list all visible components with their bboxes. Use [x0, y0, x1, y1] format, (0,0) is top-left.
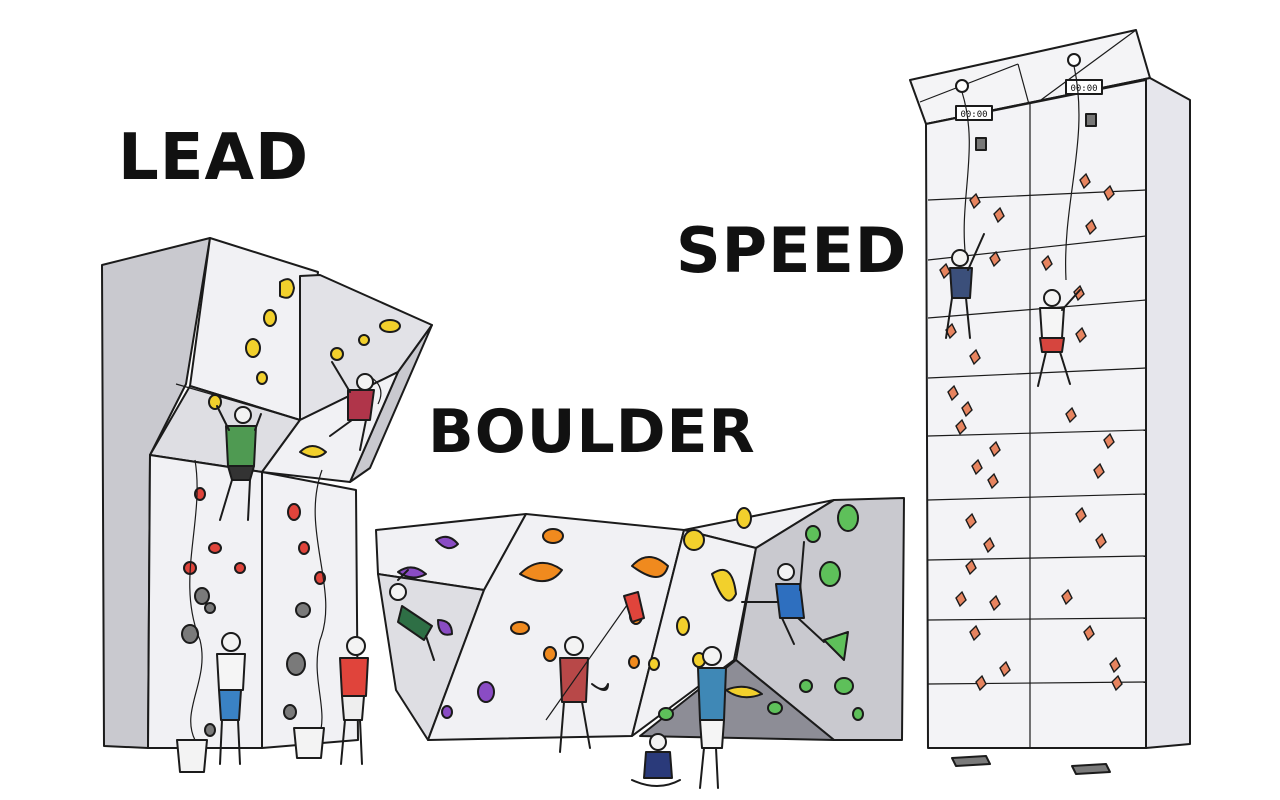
boulder-label: BOULDER: [428, 397, 756, 467]
speed-timer-left: 00:00: [955, 105, 993, 121]
sitting-person: [631, 733, 681, 787]
lead-wall: [101, 237, 433, 773]
setter-red: [545, 591, 645, 753]
belayer-left: [216, 632, 246, 765]
chalk-buckets: [176, 727, 325, 773]
climber-boulder-purple: [389, 569, 435, 661]
timer-right-text: 00:00: [1070, 84, 1097, 94]
speed-wall: 00:00 00:00: [909, 29, 1191, 775]
speed-climber-right: [1037, 289, 1081, 387]
speed-holds: [939, 172, 1123, 692]
speed-climber-left: [945, 233, 985, 339]
spectator-teal: [697, 646, 727, 789]
timer-left-text: 00:00: [960, 110, 987, 120]
belayer-right: [339, 636, 369, 765]
climber-green: [216, 405, 262, 521]
climber-boulder-blue: [741, 541, 825, 645]
speed-timer-right: 00:00: [1065, 79, 1103, 95]
lead-label: LEAD: [118, 121, 310, 195]
climber-upper-red: [329, 361, 382, 451]
boulder-holds: [397, 504, 864, 721]
lead-holds: [181, 278, 401, 737]
boulder-wall: [375, 497, 905, 789]
speed-label: SPEED: [676, 214, 908, 287]
